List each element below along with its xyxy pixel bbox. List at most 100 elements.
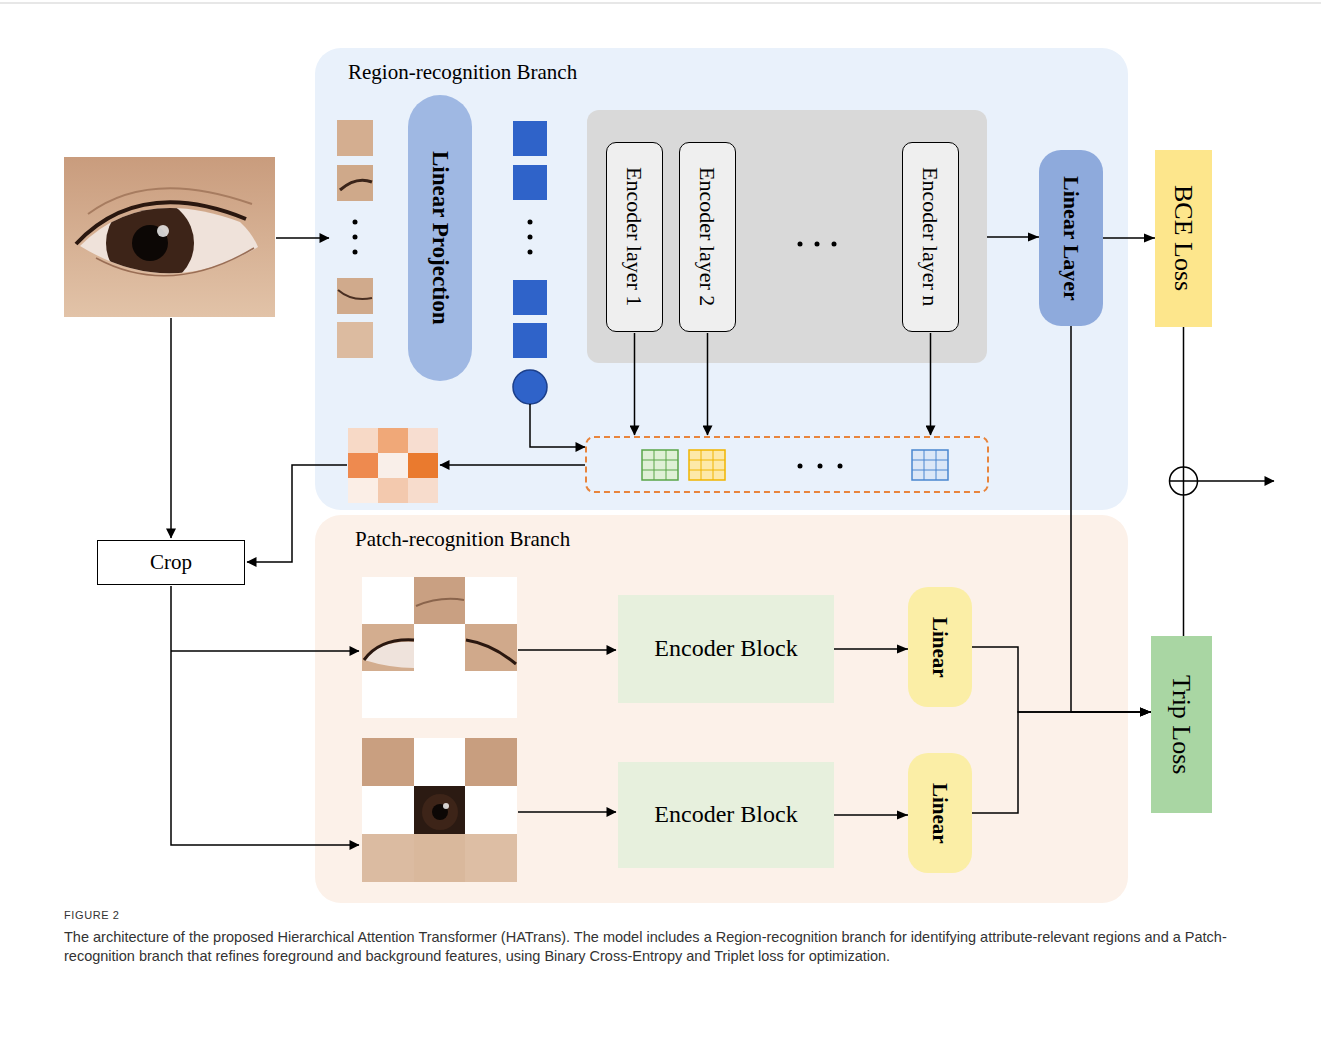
arrow-head — [1144, 234, 1155, 243]
arrow-head — [1140, 708, 1151, 717]
cell — [378, 478, 408, 503]
encoder-layer: Encoder layer n — [902, 142, 959, 332]
dot — [815, 242, 820, 247]
patch — [362, 834, 414, 882]
crop-arrow — [171, 586, 359, 845]
cell — [408, 428, 438, 453]
node-label: Linear Layer — [1058, 176, 1083, 301]
dot — [353, 250, 358, 255]
dot — [528, 250, 533, 255]
connector-line — [1183, 327, 1185, 636]
node-label: BCE Loss — [1169, 185, 1199, 291]
linear-layer: Linear — [908, 587, 972, 707]
patch-arrow — [518, 649, 616, 651]
foreground-patches — [362, 577, 517, 718]
attention-arrow — [707, 333, 709, 435]
token-column — [513, 121, 547, 404]
eye-photo — [64, 157, 275, 317]
output-arrow — [1198, 480, 1274, 482]
lower-lid — [96, 248, 254, 276]
cell — [348, 428, 378, 453]
dot — [353, 220, 358, 225]
skin — [64, 157, 275, 317]
connector-arrow — [959, 233, 1039, 242]
eyelid-crease — [88, 188, 252, 214]
dot — [838, 464, 843, 469]
encoder-block: Encoder Block — [618, 595, 834, 703]
arrow-head — [1028, 233, 1039, 242]
branch-band: Region-recognition BranchLinear Projecti… — [315, 48, 1128, 510]
dot — [528, 220, 533, 225]
encoder-layer: Encoder layer 2 — [679, 142, 736, 332]
node-label: Encoder layer n — [918, 167, 943, 306]
patch — [337, 120, 373, 156]
patch — [465, 624, 517, 671]
patch-detail — [422, 794, 458, 830]
grid-lines — [642, 450, 678, 480]
encoder-block: Encoder Block — [618, 762, 834, 868]
arrow-head — [897, 645, 908, 654]
patch — [362, 624, 414, 671]
patch-detail — [338, 290, 372, 299]
encoder-stack — [587, 110, 987, 363]
attention-map — [642, 450, 678, 480]
attention-arrow — [930, 333, 932, 435]
patch-column — [337, 120, 373, 358]
upper-lash — [76, 202, 246, 244]
arrow-head — [1140, 708, 1151, 717]
patch-detail — [432, 804, 448, 820]
token — [513, 280, 547, 315]
cell — [378, 453, 408, 478]
patch — [337, 278, 373, 314]
branch-title: Patch-recognition Branch — [355, 527, 570, 551]
encoder-layer: Encoder layer 1 — [606, 142, 663, 332]
node-label: Encoder Block — [654, 635, 797, 663]
eye-white — [80, 208, 258, 273]
patch-detail — [416, 599, 464, 606]
dot — [528, 235, 533, 240]
grid — [912, 450, 948, 480]
crop-arrow — [171, 650, 359, 652]
connector-line — [1103, 237, 1155, 239]
page-rule — [0, 3, 1321, 4]
connector-line — [972, 647, 1151, 712]
input-arrow — [276, 237, 329, 239]
attention-map — [689, 450, 725, 480]
cell — [348, 453, 378, 478]
token — [513, 323, 547, 358]
dot — [798, 464, 803, 469]
cell — [348, 478, 378, 503]
arrow-head — [1140, 708, 1151, 717]
connector-arrow — [972, 708, 1151, 813]
connector-line — [834, 648, 908, 650]
grid — [689, 450, 725, 480]
patch-arrow — [518, 811, 616, 813]
connector-arrow — [834, 645, 908, 654]
patch-detail — [340, 180, 372, 190]
highlight — [157, 225, 169, 237]
linear-layer: Linear Layer — [1039, 150, 1103, 326]
node-label: Linear — [928, 783, 952, 844]
sum-symbol — [1170, 467, 1198, 495]
dot — [798, 242, 803, 247]
patch — [465, 738, 517, 786]
connector-arrow — [1071, 326, 1151, 717]
loss-box: BCE Loss — [1155, 150, 1212, 327]
heatmap — [348, 428, 438, 503]
patch-detail — [364, 640, 414, 660]
background-patches — [362, 738, 517, 882]
iris-group — [106, 199, 194, 287]
attention-box — [586, 437, 988, 492]
patch-ground — [362, 577, 517, 718]
connector-arrow — [1183, 327, 1184, 636]
heatmap-arrow — [247, 465, 347, 562]
connector-line — [1071, 326, 1151, 712]
node-label: Crop — [150, 550, 192, 574]
grid-lines — [689, 450, 725, 480]
cell — [378, 428, 408, 453]
attention-arrow — [634, 333, 636, 435]
arrow-head — [897, 811, 908, 820]
patch-detail — [364, 642, 414, 668]
